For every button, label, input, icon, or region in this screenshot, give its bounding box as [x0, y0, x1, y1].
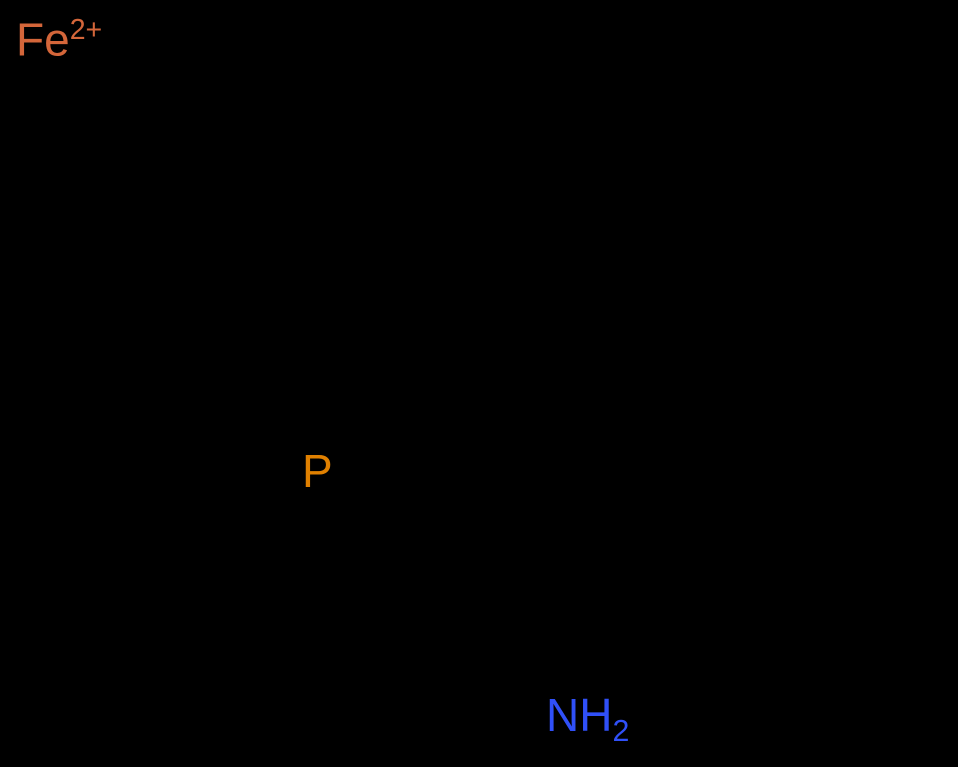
iron-symbol: Fe — [16, 13, 70, 66]
iron-charge: 2+ — [69, 14, 103, 46]
amine-hydrogen-count: 2 — [612, 715, 630, 749]
atom-label-amine: NH2 — [546, 692, 629, 748]
phosphorus-symbol: P — [302, 445, 333, 497]
amine-symbol: NH — [546, 689, 613, 741]
atom-label-iron: Fe2+ — [16, 13, 103, 66]
atom-label-phosphorus: P — [302, 448, 333, 494]
